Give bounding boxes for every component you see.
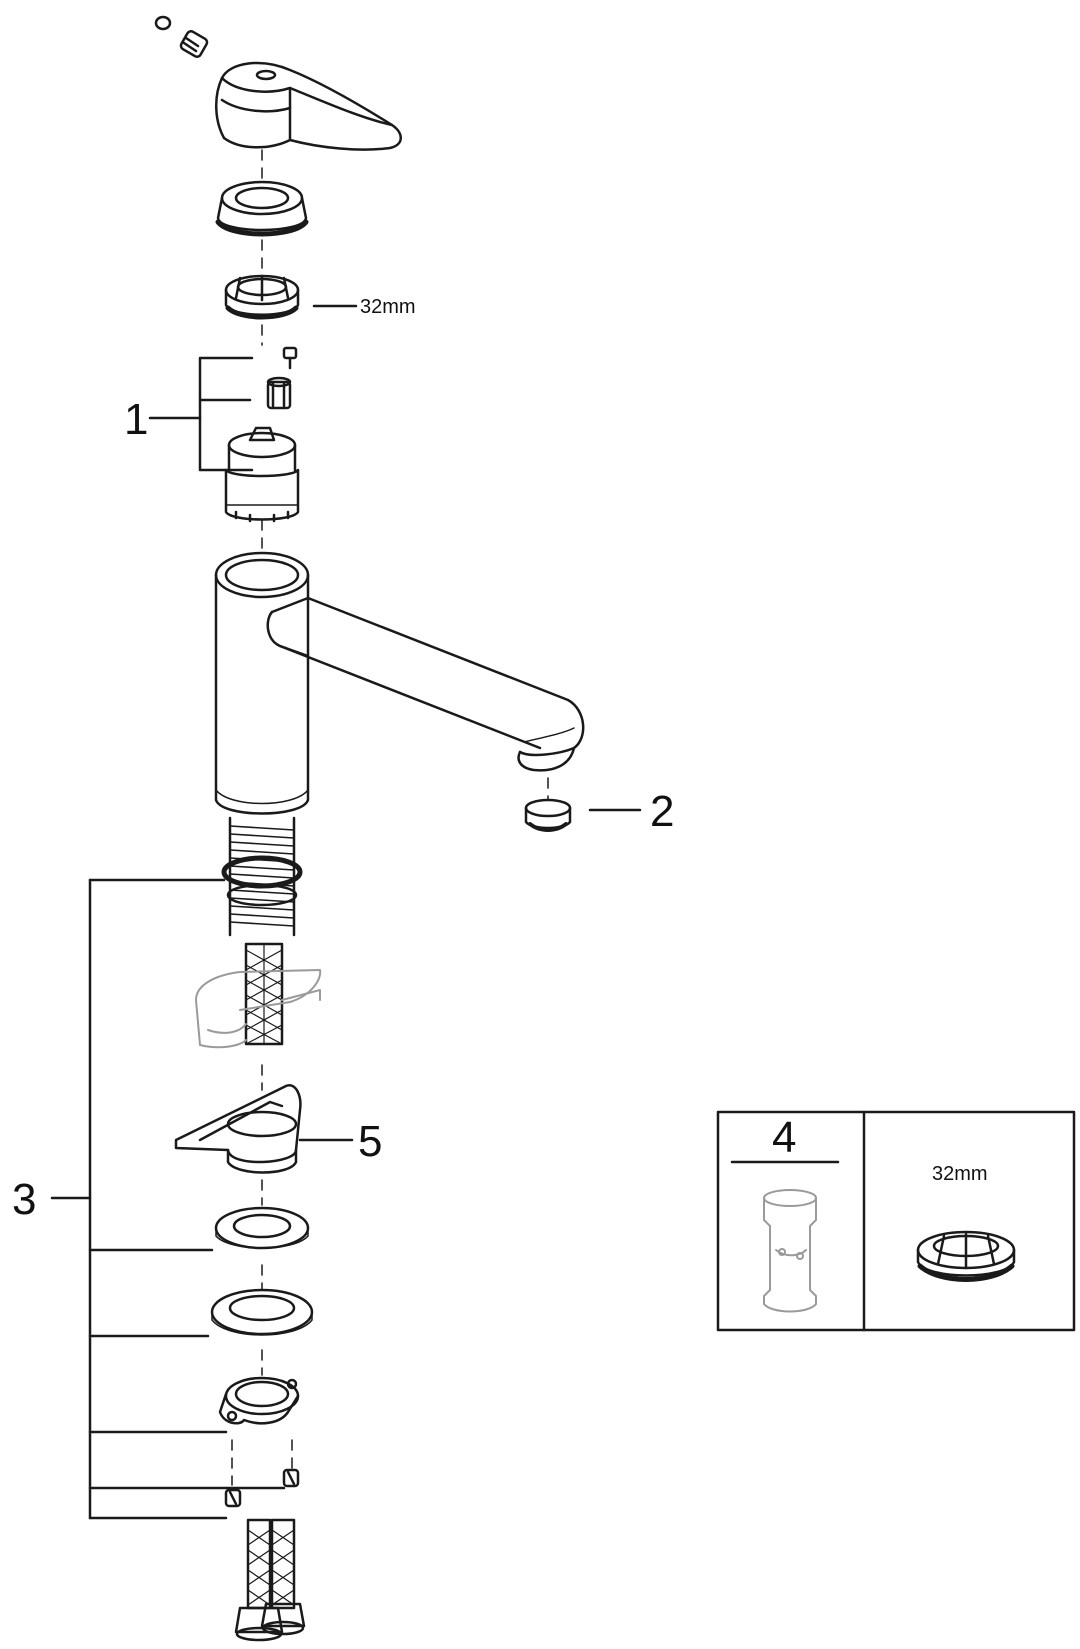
main-nut <box>224 274 300 320</box>
cartridge-adapter <box>266 376 292 410</box>
clamping-plate <box>218 1376 300 1425</box>
extension-part <box>763 1189 817 1313</box>
supply-hoses <box>234 1518 306 1642</box>
cartridge-screw <box>282 346 298 370</box>
handle-screw <box>154 15 209 58</box>
mounting-kit-bracket <box>50 878 286 1520</box>
washer-upper <box>214 1206 310 1250</box>
washer-lower <box>210 1288 314 1336</box>
spare-parts-box <box>716 1110 1076 1332</box>
spout <box>266 596 585 772</box>
braided-hose-upper <box>244 942 284 1046</box>
callout-3: 3 <box>12 1175 36 1224</box>
mounting-screw-left <box>224 1488 242 1508</box>
aerator <box>524 798 572 832</box>
faucet-body <box>214 551 310 815</box>
cartridge <box>224 426 300 523</box>
center-axis <box>231 149 549 1486</box>
sink-cutout <box>195 969 322 1049</box>
threaded-shank <box>221 816 303 937</box>
callout-5: 5 <box>358 1117 382 1166</box>
spare-nut-dimension: 32mm <box>932 1163 988 1185</box>
callout-2: 2 <box>650 787 674 836</box>
callout-1: 1 <box>124 395 148 444</box>
callout-4: 4 <box>772 1113 796 1162</box>
cartridge-assembly-bracket <box>148 356 254 472</box>
cover-cap <box>215 180 309 237</box>
mounting-screw-right <box>282 1468 300 1488</box>
hose-guide <box>174 1084 302 1174</box>
lever-handle <box>215 61 402 151</box>
main-nut-dimension: 32mm <box>360 296 416 318</box>
spare-nut <box>916 1230 1016 1282</box>
